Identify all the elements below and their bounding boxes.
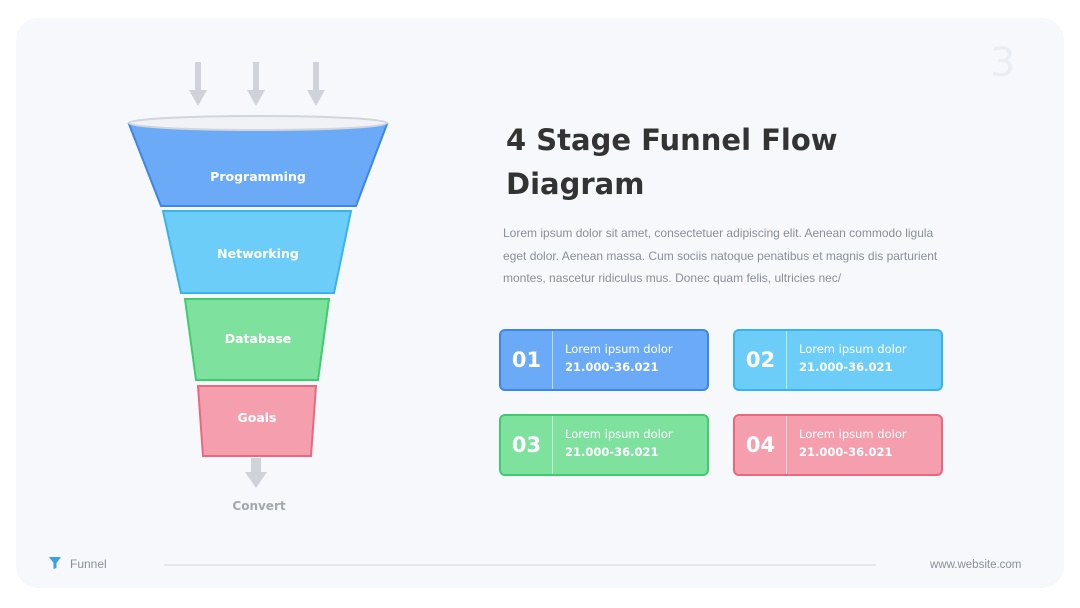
card-value: 21.000-36.021 <box>799 360 893 374</box>
funnel-stage-2-shape <box>161 210 353 294</box>
card-value: 21.000-36.021 <box>565 360 659 374</box>
footer-url: www.website.com <box>930 559 1022 571</box>
funnel-stage-label: Programming <box>210 169 306 184</box>
description-text: Lorem ipsum dolor sit amet, consectetuer… <box>503 226 938 285</box>
info-card-4: 04 Lorem ipsum dolor 21.000-36.021 <box>733 414 943 476</box>
card-number: 01 <box>501 331 553 389</box>
info-card-1: 01 Lorem ipsum dolor 21.000-36.021 <box>499 329 709 391</box>
card-value: 21.000-36.021 <box>799 445 893 459</box>
funnel-stage-4-shape <box>196 385 318 457</box>
footer-label: Funnel <box>70 557 107 571</box>
card-number: 04 <box>735 416 787 474</box>
funnel-icon <box>49 557 61 569</box>
funnel-rim <box>128 115 388 131</box>
footer-divider <box>164 564 876 566</box>
card-label: Lorem ipsum dolor <box>799 342 907 356</box>
card-number: 02 <box>735 331 787 389</box>
card-label: Lorem ipsum dolor <box>799 427 907 441</box>
info-card-3: 03 Lorem ipsum dolor 21.000-36.021 <box>499 414 709 476</box>
info-card-2: 02 Lorem ipsum dolor 21.000-36.021 <box>733 329 943 391</box>
funnel-stage-label: Goals <box>237 410 276 425</box>
card-number: 03 <box>501 416 553 474</box>
card-label: Lorem ipsum dolor <box>565 342 673 356</box>
page-title: 4 Stage Funnel Flow Diagram <box>506 123 838 201</box>
funnel-stage-3-shape <box>183 298 331 381</box>
funnel-stage-label: Networking <box>217 246 299 261</box>
output-arrow-icon <box>245 458 267 488</box>
card-label: Lorem ipsum dolor <box>565 427 673 441</box>
card-value: 21.000-36.021 <box>565 445 659 459</box>
page-number: 3 <box>990 40 1016 86</box>
funnel-output-label: Convert <box>232 499 285 513</box>
input-arrow-icon <box>247 62 265 106</box>
input-arrow-icon <box>189 62 207 106</box>
funnel-stage-label: Database <box>225 331 292 346</box>
funnel-stage-1-shape <box>127 123 389 207</box>
input-arrow-icon <box>307 62 325 106</box>
